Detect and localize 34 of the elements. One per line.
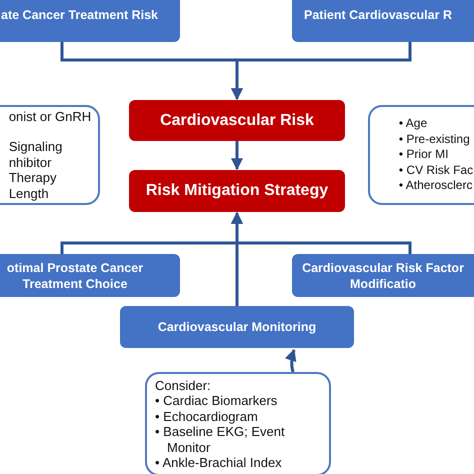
process-box	[292, 254, 474, 297]
box-label: Cardiovascular Risk Factor Modificatio	[301, 260, 465, 292]
list-item: • Echocardiogram	[155, 408, 259, 424]
note-text: Therapy	[8, 170, 58, 186]
note-text: Signaling	[8, 139, 64, 155]
process-box	[0, 254, 180, 297]
note-box	[368, 105, 474, 205]
list-item: • Atherosclerc	[398, 178, 474, 194]
list-item: • Baseline EKG; Event Monitor	[155, 424, 286, 455]
process-box	[120, 306, 354, 348]
arrow	[231, 141, 243, 170]
risk-box	[129, 170, 345, 212]
box-label: Cardiovascular Risk	[160, 112, 314, 128]
note-box	[145, 372, 331, 474]
list-item: • Pre-existing	[398, 132, 471, 148]
arrow	[285, 348, 297, 372]
note-text: nhibitor	[8, 154, 52, 170]
list-item: • Cardiac Biomarkers	[155, 393, 278, 408]
risk-box	[129, 100, 345, 141]
note-box	[0, 105, 100, 205]
list-item: • Ankle-Brachial Index	[155, 455, 283, 470]
note-text: Length	[8, 186, 50, 202]
box-label: Cardiovascular Monitoring	[158, 319, 316, 335]
box-label: Risk Mitigation Strategy	[146, 183, 328, 199]
note-text: onist or GnRH	[8, 108, 92, 124]
arrow	[231, 212, 243, 306]
list-item: • CV Risk Fac	[398, 162, 474, 178]
box-label: otimal Prostate Cancer Treatment Choice	[6, 260, 144, 292]
box-label: Patient Cardiovascular R	[304, 7, 452, 23]
note-text: Consider:	[155, 378, 212, 393]
list-item: • Age	[398, 116, 428, 132]
list-item: • Prior MI	[398, 147, 450, 163]
arrow	[231, 42, 412, 100]
box-label: ate Cancer Treatment Risk	[1, 7, 158, 23]
